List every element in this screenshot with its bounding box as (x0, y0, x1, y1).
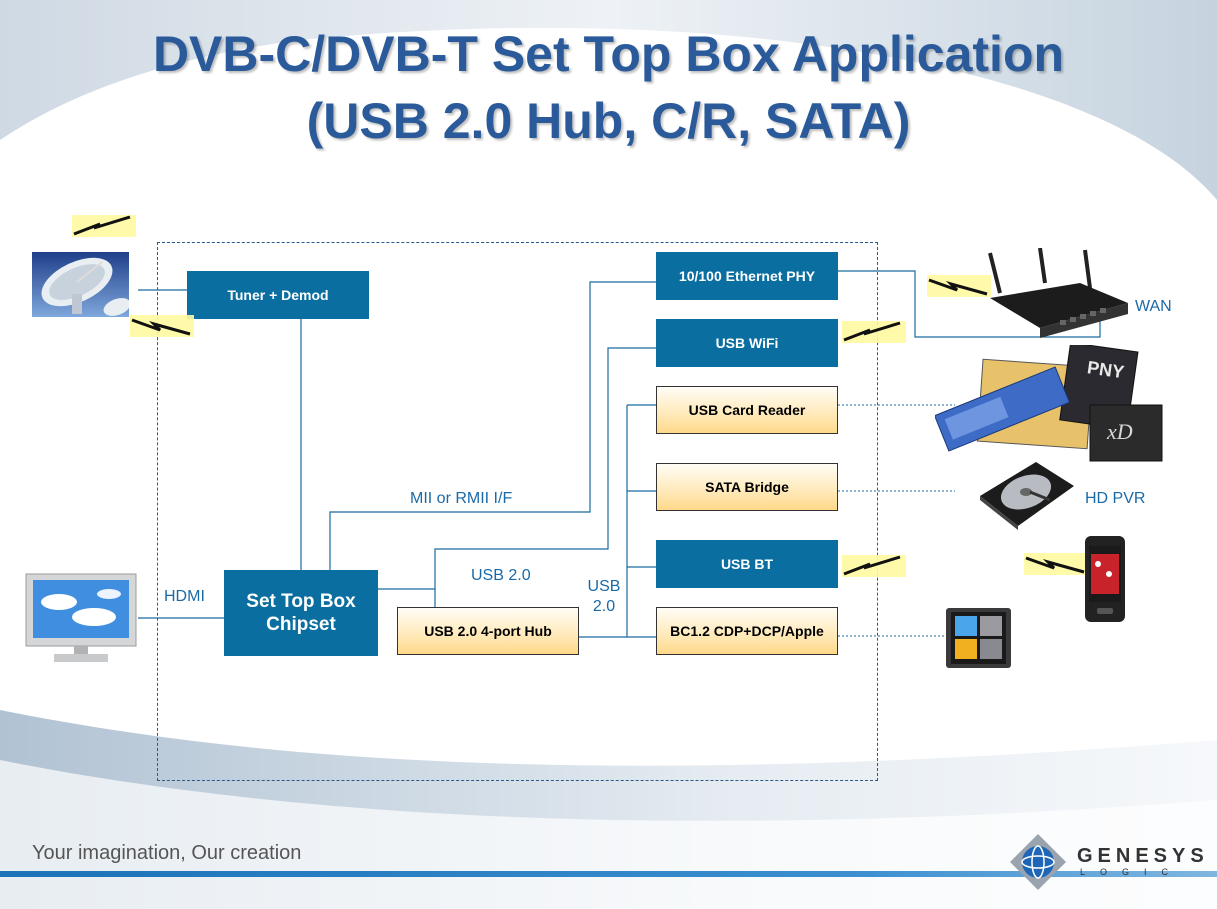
usb20-label-b: USB 2.0 (586, 577, 622, 617)
genesys-logo-icon (1010, 834, 1066, 890)
usb20-label-b-line2: 2.0 (592, 598, 616, 615)
usb-wifi-block: USB WiFi (656, 319, 838, 367)
brand-subtitle: LOGIC (1080, 867, 1184, 877)
set-top-box-boundary (157, 242, 878, 781)
hd-pvr-label: HD PVR (1085, 490, 1146, 507)
page-title: DVB-C/DVB-T Set Top Box Application (152, 26, 1065, 82)
ethernet-phy-block: 10/100 Ethernet PHY (656, 252, 838, 300)
charger-block: BC1.2 CDP+DCP/Apple (656, 607, 838, 655)
phone-icon (1085, 536, 1125, 622)
footer-bar (0, 871, 1217, 877)
sata-bridge-label: SATA Bridge (705, 479, 789, 495)
hdmi-label: HDMI (164, 588, 205, 605)
usb20-label-b-line1: USB (587, 578, 621, 595)
wireless-signal-icon (130, 315, 194, 337)
memory-cards-icon: PNY xD (935, 345, 1163, 462)
tv-icon (25, 573, 137, 662)
brand-name: GENESYS (1077, 845, 1209, 867)
hard-drive-icon (980, 462, 1074, 530)
wireless-signal-icon (842, 321, 906, 343)
usb-wifi-label: USB WiFi (715, 335, 779, 351)
usb-bt-label: USB BT (720, 556, 774, 572)
page-subtitle: (USB 2.0 Hub, C/R, SATA) (306, 93, 911, 149)
svg-text:xD: xD (1106, 419, 1133, 444)
usb-card-reader-block: USB Card Reader (656, 386, 838, 434)
tuner-demod-label: Tuner + Demod (227, 287, 329, 303)
usb-bt-block: USB BT (656, 540, 838, 588)
media-player-icon (946, 608, 1011, 668)
wireless-signal-icon (72, 215, 136, 237)
ethernet-phy-label: 10/100 Ethernet PHY (678, 268, 816, 284)
usb-card-reader-label: USB Card Reader (688, 402, 806, 418)
usb20-label-a: USB 2.0 (471, 567, 531, 584)
wireless-signal-icon (927, 275, 991, 297)
usb-hub-label: USB 2.0 4-port Hub (424, 623, 552, 639)
sata-bridge-block: SATA Bridge (656, 463, 838, 511)
tuner-demod-block: Tuner + Demod (187, 271, 369, 319)
charger-label: BC1.2 CDP+DCP/Apple (670, 623, 824, 639)
wireless-signal-icon (1024, 553, 1088, 575)
footer-slogan: Your imagination, Our creation (32, 842, 302, 864)
usb-hub-block: USB 2.0 4-port Hub (397, 607, 579, 655)
stb-label-line2: Chipset (266, 614, 336, 635)
wireless-signal-icon (842, 555, 906, 577)
stb-label-line1: Set Top Box (246, 591, 356, 612)
set-top-box-chipset-block: Set Top Box Chipset (224, 570, 378, 656)
router-icon (988, 248, 1128, 338)
wan-label: WAN (1135, 298, 1172, 315)
mii-label: MII or RMII I/F (410, 490, 513, 507)
satellite-dish-icon (32, 252, 129, 317)
